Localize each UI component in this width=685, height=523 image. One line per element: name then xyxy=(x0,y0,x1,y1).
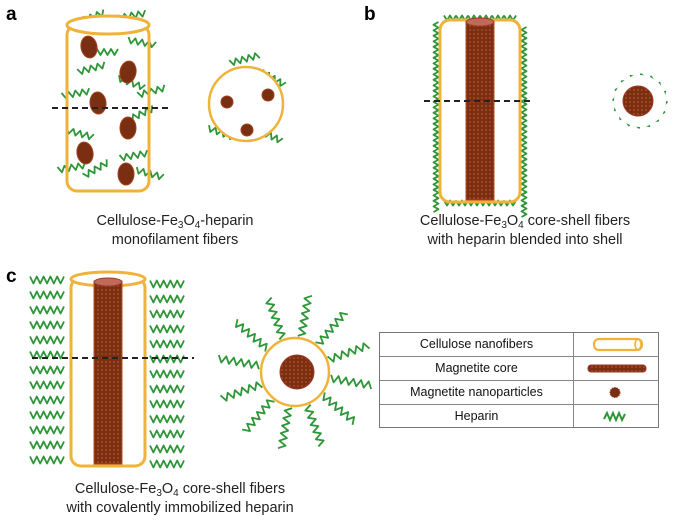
magnetite-nanoparticle xyxy=(240,123,254,137)
panel-a-fiber xyxy=(65,14,151,193)
magnetite-nanoparticle xyxy=(76,141,94,165)
panel-a-diagram xyxy=(52,9,287,193)
magnetite-nanoparticle xyxy=(220,95,234,109)
heparin-chain xyxy=(29,380,65,390)
cellulose-tube-icon xyxy=(574,333,658,356)
panel-b-caption: Cellulose-Fe3O4 core-shell fibers with h… xyxy=(419,213,631,248)
heparin-chain xyxy=(327,342,371,363)
panel-b-heparin-chains xyxy=(432,14,528,218)
heparin-chain xyxy=(149,294,185,304)
magnetite-nanoparticle xyxy=(119,60,137,84)
heparin-chain xyxy=(76,61,106,75)
heparin-chain xyxy=(149,444,185,454)
legend-row-cellulose: Cellulose nanofibers xyxy=(380,333,658,357)
heparin-chain xyxy=(242,399,275,433)
legend-row-magnetite-core: Magnetite core xyxy=(380,357,658,381)
heparin-chain xyxy=(29,305,65,315)
heparin-chain xyxy=(520,202,528,218)
nanoparticle-icon xyxy=(574,381,658,404)
panel-c-magnetite-core xyxy=(93,280,123,465)
heparin-chain xyxy=(29,335,65,345)
heparin-chain xyxy=(149,459,185,469)
legend: Cellulose nanofibers Magnetite core Magn… xyxy=(379,332,659,428)
panel-c-caption: Cellulose-Fe3O4 core-shell fibers with c… xyxy=(66,481,294,516)
magnetite-nanoparticle xyxy=(89,91,107,115)
panel-a-caption: Cellulose-Fe3O4-heparin monofilament fib… xyxy=(96,213,254,248)
panel-a-label: a xyxy=(6,4,17,25)
panel-b-magnetite-core xyxy=(465,21,495,201)
heparin-chain xyxy=(149,399,185,409)
heparin-chain xyxy=(297,294,313,337)
panel-c-diagram xyxy=(29,270,373,469)
heparin-chain xyxy=(149,309,185,319)
heparin-chain xyxy=(82,159,108,178)
heparin-chain xyxy=(322,392,356,425)
heparin-chain xyxy=(29,440,65,450)
heparin-chain xyxy=(136,84,166,98)
heparin-chain xyxy=(29,365,65,375)
heparin-chain xyxy=(29,425,65,435)
heparin-squiggle-icon xyxy=(574,405,658,428)
magnetite-nanoparticle xyxy=(117,162,135,186)
heparin-chain xyxy=(315,311,348,345)
heparin-chain xyxy=(29,410,65,420)
panel-b-cross-section xyxy=(612,73,668,129)
legend-row-nanoparticles: Magnetite nanoparticles xyxy=(380,381,658,405)
heparin-chain xyxy=(127,36,157,49)
heparin-chain xyxy=(149,384,185,394)
magnetite-nanoparticle xyxy=(119,116,137,140)
heparin-chain xyxy=(29,290,65,300)
heparin-chain xyxy=(228,52,261,66)
heparin-chain xyxy=(217,354,260,370)
panel-a-cross-section xyxy=(207,52,287,144)
heparin-chain xyxy=(149,339,185,349)
heparin-chain xyxy=(118,149,148,162)
legend-label: Magnetite nanoparticles xyxy=(380,381,574,404)
heparin-chain xyxy=(29,395,65,405)
panel-a-nanoparticles xyxy=(76,35,137,186)
heparin-chain xyxy=(330,374,373,390)
legend-row-heparin: Heparin xyxy=(380,405,658,429)
legend-label: Magnetite core xyxy=(380,357,574,380)
heparin-chain xyxy=(149,369,185,379)
panel-c-cross-section xyxy=(217,294,373,450)
heparin-chain xyxy=(304,404,325,448)
heparin-chain xyxy=(29,275,65,285)
magnetite-nanoparticle xyxy=(261,88,275,102)
heparin-chain xyxy=(65,126,95,141)
panel-c-label: c xyxy=(6,266,17,287)
heparin-chain xyxy=(265,296,286,340)
heparin-chain xyxy=(56,161,86,174)
heparin-chain xyxy=(29,320,65,330)
legend-label: Cellulose nanofibers xyxy=(380,333,574,356)
heparin-chain xyxy=(277,407,293,450)
panel-b-label: b xyxy=(364,4,376,25)
panel-b-diagram xyxy=(424,14,668,218)
magnetite-nanoparticle xyxy=(80,35,98,59)
heparin-chain xyxy=(432,197,440,213)
heparin-chain xyxy=(149,429,185,439)
heparin-chain xyxy=(149,414,185,424)
heparin-chain xyxy=(29,455,65,465)
heparin-chain xyxy=(234,319,268,352)
heparin-chain xyxy=(149,279,185,289)
magnetite-core-icon xyxy=(574,357,658,380)
legend-label: Heparin xyxy=(380,405,574,428)
heparin-chain xyxy=(149,324,185,334)
heparin-chain xyxy=(219,381,263,402)
